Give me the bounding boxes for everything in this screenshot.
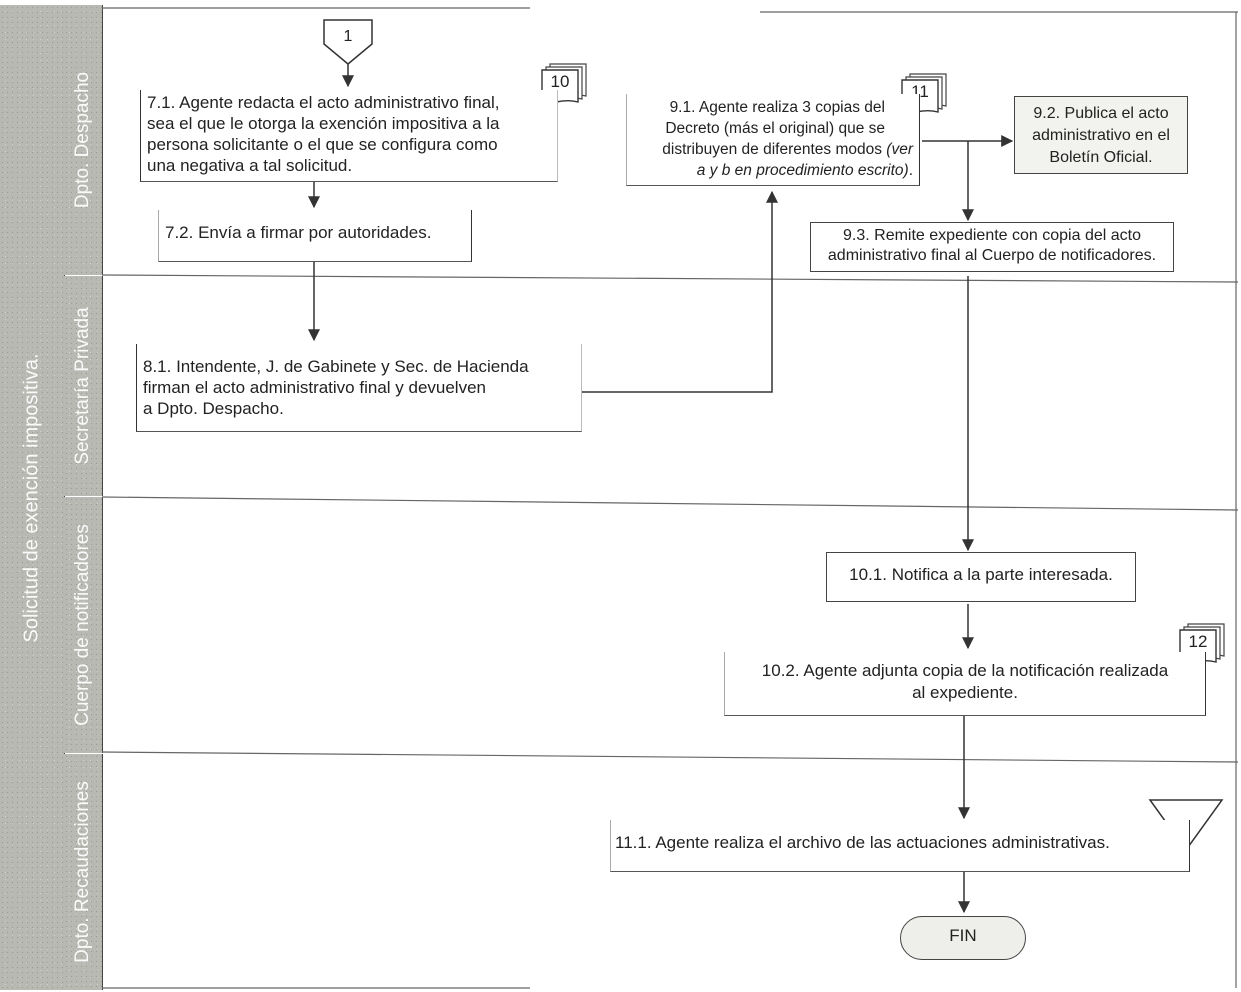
- step-9-2-line-2: administrativo en el: [1032, 127, 1170, 144]
- lane-label-recaudaciones: Dpto. Recaudaciones: [64, 754, 103, 990]
- step-7-2: 7.2. Envía a firmar por autoridades.: [158, 210, 472, 262]
- step-7-1-line-2: sea el que le otorga la exención imposit…: [147, 114, 500, 133]
- step-8-1-line-2: firman el acto administrativo final y de…: [143, 378, 486, 397]
- document-number-12: 12: [1188, 632, 1208, 651]
- step-9-1-line-3-italic: (ver: [886, 141, 913, 158]
- end-terminal-label: FIN: [949, 926, 977, 945]
- step-9-3-line-1: 9.3. Remite expediente con copia del act…: [843, 227, 1141, 244]
- document-number-10: 10: [550, 72, 570, 91]
- process-title-strip: Solicitud de exención impositiva.: [0, 5, 65, 990]
- step-7-1-line-1: 7.1. Agente redacta el acto administrati…: [147, 93, 500, 112]
- arrow-8-1-to-9-1: [582, 190, 778, 393]
- step-9-1: 9.1. Agente realiza 3 copias del Decreto…: [626, 94, 920, 186]
- step-10-2: 10.2. Agente adjunta copia de la notific…: [724, 652, 1206, 716]
- lane-separators: [101, 7, 1239, 989]
- step-10-2-line-1: 10.2. Agente adjunta copia de la notific…: [761, 661, 1169, 680]
- step-8-1-line-3: a Dpto. Despacho.: [143, 399, 284, 418]
- lane-label-despacho: Dpto. Despacho: [64, 5, 103, 275]
- step-7-1-line-4: una negativa a tal solicitud.: [147, 156, 353, 175]
- step-9-2-line-1: 9.2. Publica el acto: [1033, 105, 1169, 122]
- step-9-3-line-2: administrativo final al Cuerpo de notifi…: [827, 247, 1157, 264]
- step-10-1: 10.1. Notifica a la parte interesada.: [826, 552, 1136, 602]
- step-9-1-line-3: distribuyen de diferentes modos: [662, 141, 887, 158]
- step-9-1-line-1: 9.1. Agente realiza 3 copias del: [669, 99, 885, 116]
- connector-label: 1: [343, 28, 353, 45]
- step-9-1-line-2: Decreto (más el original) que se: [665, 120, 885, 137]
- lane-label-notificadores: Cuerpo de notificadores: [64, 497, 103, 753]
- step-8-1-line-1: 8.1. Intendente, J. de Gabinete y Sec. d…: [143, 357, 529, 376]
- step-7-1: 7.1. Agente redacta el acto administrati…: [140, 90, 558, 182]
- step-11-1-text: 11.1. Agente realiza el archivo de las a…: [615, 833, 1110, 852]
- step-9-1-line-4-end: .: [908, 162, 913, 179]
- step-10-1-text: 10.1. Notifica a la parte interesada.: [849, 565, 1113, 584]
- step-9-3: 9.3. Remite expediente con copia del act…: [810, 222, 1174, 272]
- off-page-connector: [323, 19, 373, 65]
- lane-label-secretaria: Secretaría Privada: [64, 276, 103, 496]
- step-8-1: 8.1. Intendente, J. de Gabinete y Sec. d…: [136, 344, 582, 432]
- step-9-1-line-4: a y b en procedimiento escrito): [696, 162, 909, 179]
- end-terminal: FIN: [900, 916, 1026, 960]
- step-9-2: 9.2. Publica el acto administrativo en e…: [1014, 96, 1188, 174]
- step-11-1: 11.1. Agente realiza el archivo de las a…: [610, 820, 1190, 872]
- step-10-2-line-2: al expediente.: [912, 683, 1018, 702]
- step-9-2-line-3: Boletín Oficial.: [1049, 149, 1153, 166]
- step-7-1-line-3: persona solicitante o el que se configur…: [147, 135, 498, 154]
- step-7-2-text: 7.2. Envía a firmar por autoridades.: [165, 223, 432, 242]
